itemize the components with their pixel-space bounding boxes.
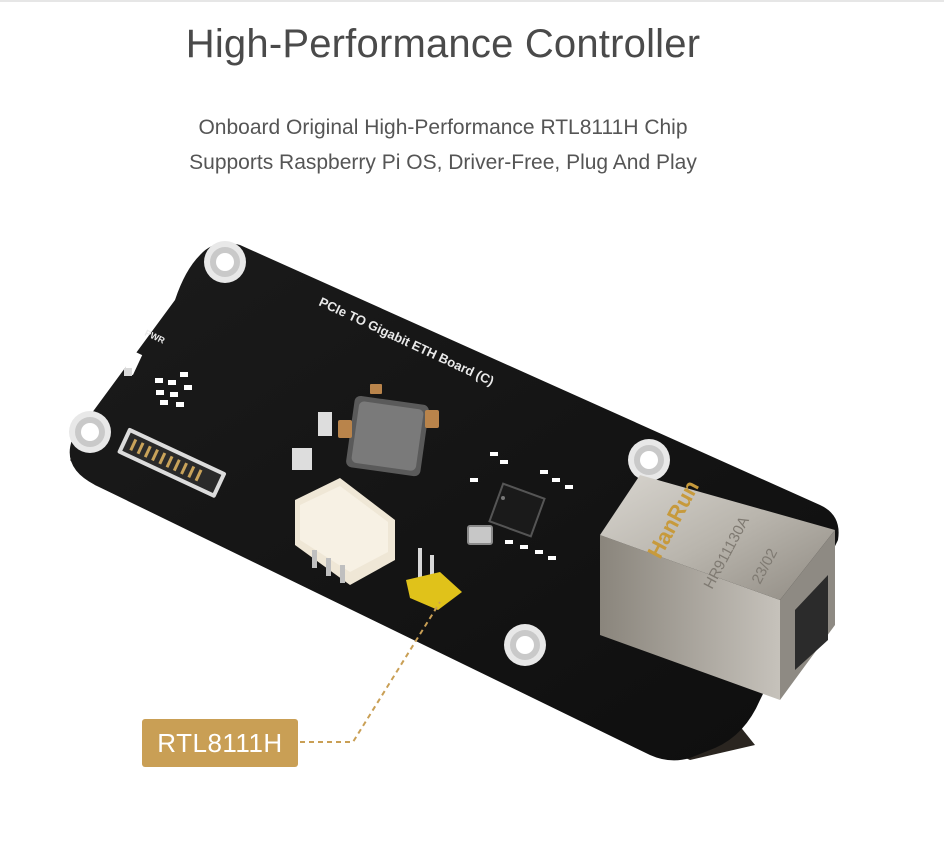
smd-cluster-right xyxy=(470,452,573,560)
crystal xyxy=(467,525,493,545)
top-divider xyxy=(0,0,944,2)
smd-cluster-left xyxy=(155,372,192,407)
ffc-connector xyxy=(117,427,227,498)
inductor xyxy=(346,395,429,477)
page-title: High-Performance Controller xyxy=(185,22,701,66)
pin-header xyxy=(406,548,462,610)
subtitle-line-1: Onboard Original High-Performance RTL811… xyxy=(198,116,688,139)
mounting-holes xyxy=(69,241,670,666)
rj45-jack: HanRun HR911130A 23/02 xyxy=(600,475,835,700)
subtitle-line-2: Supports Raspberry Pi OS, Driver-Free, P… xyxy=(189,151,697,174)
callout-leader xyxy=(300,601,441,743)
jst-connector xyxy=(295,478,395,585)
rtl8111h-chip xyxy=(488,482,546,538)
capacitors xyxy=(338,384,439,438)
rtl8111h-callout-label: RTL8111H xyxy=(142,719,298,767)
